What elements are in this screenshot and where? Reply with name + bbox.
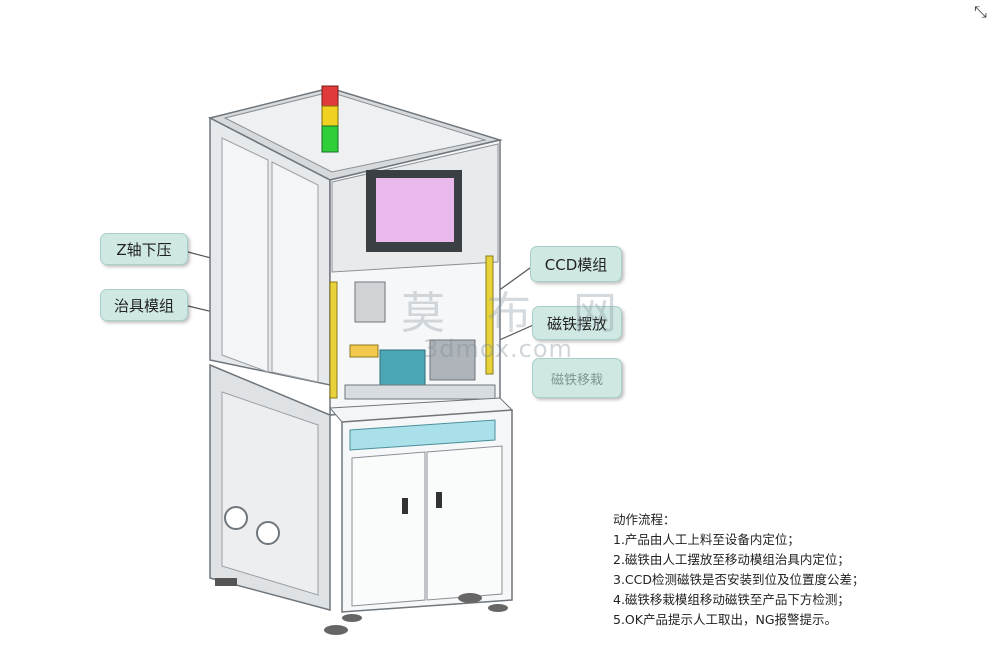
drawer-strip <box>349 419 496 451</box>
vent-right <box>256 521 280 545</box>
lower-cabinet <box>209 363 514 635</box>
step-item: 2.磁铁由人工摆放至移动模组治具内定位； <box>613 552 850 567</box>
step-item: 4.磁铁移栽模组移动磁铁至产品下方检测； <box>613 592 850 607</box>
expand-icon[interactable]: ⤡ <box>974 2 987 21</box>
step-item: 3.CCD检测磁铁是否安装到位及位置度公差； <box>613 572 865 587</box>
work-table <box>344 384 496 400</box>
upper-cabinet <box>207 87 503 416</box>
callout-z-axis-press: Z轴下压 <box>100 233 188 265</box>
signal-tower-icon <box>321 85 339 153</box>
z-axis-press <box>354 281 386 323</box>
caster-front-left <box>324 625 348 635</box>
jig-module <box>349 344 379 358</box>
monitor-screen <box>376 178 454 242</box>
callout-jig-module: 治具模组 <box>100 289 188 321</box>
step-item: 5.OK产品提示人工取出，NG报警提示。 <box>613 612 837 627</box>
ccd-module <box>429 339 476 381</box>
caster-front-right <box>458 593 482 603</box>
motor-blue <box>379 349 426 386</box>
step-item: 1.产品由人工上料至设备内定位； <box>613 532 800 547</box>
process-steps-title: 动作流程： <box>613 512 676 527</box>
callout-magnet-move: 磁铁移栽 <box>532 358 622 398</box>
callout-magnet-place: 磁铁摆放 <box>532 306 622 340</box>
callout-ccd-module: CCD模组 <box>530 246 622 282</box>
process-steps: 动作流程： 1.产品由人工上料至设备内定位； 2.磁铁由人工摆放至移动模组治具内… <box>613 510 973 630</box>
light-curtain-right <box>485 255 494 375</box>
cabinet-door-right <box>426 445 503 601</box>
light-curtain-left <box>329 281 338 399</box>
vent-left <box>224 506 248 530</box>
door-handle-right <box>436 492 442 508</box>
cabinet-door-left <box>351 451 426 607</box>
door-handle-left <box>402 498 408 514</box>
